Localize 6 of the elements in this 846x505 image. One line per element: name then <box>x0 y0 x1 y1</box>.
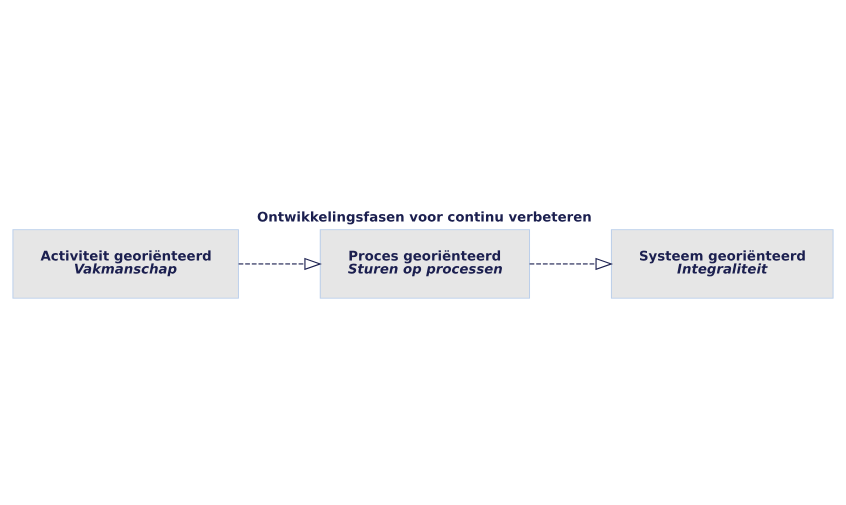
arrow <box>530 257 613 270</box>
node-box: Systeem georiënteerd Integraliteit <box>610 228 834 298</box>
diagram-title: Ontwikkelingsfasen voor continu verbeteren <box>256 210 592 225</box>
node-box: Activiteit georiënteerd Vakmanschap <box>12 228 239 298</box>
arrow <box>238 257 322 270</box>
node-box: Proces georiënteerd Sturen op processen <box>320 228 530 298</box>
